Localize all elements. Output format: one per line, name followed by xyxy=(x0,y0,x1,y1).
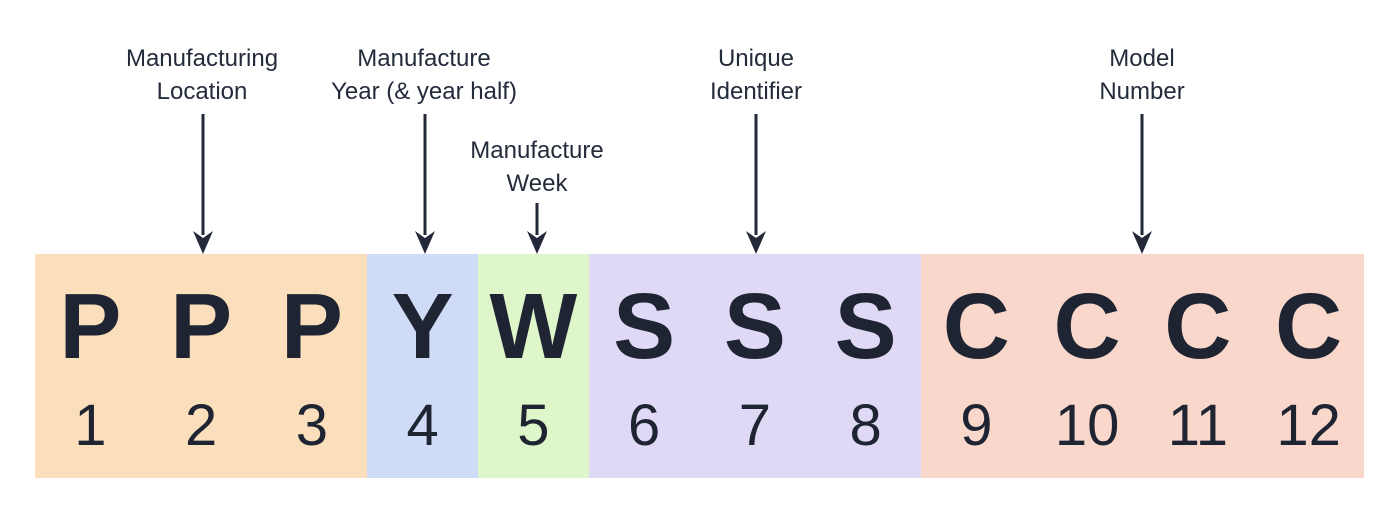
arrow-down-icon xyxy=(746,114,766,254)
serial-letter: W xyxy=(489,274,578,378)
arrow-down-icon xyxy=(415,114,435,254)
serial-letter: C xyxy=(1164,274,1232,378)
arrow-down-icon xyxy=(527,203,547,254)
label-manufacturing-location: Manufacturing Location xyxy=(125,45,279,105)
position-number: 1 xyxy=(74,393,107,458)
serial-letter: S xyxy=(613,274,676,378)
serial-letter: P xyxy=(170,274,233,378)
label-unique-identifier: Unique Identifier xyxy=(709,45,803,105)
serial-cell: C 10 xyxy=(1032,254,1143,478)
label-manufacture-week: Manufacture Week xyxy=(470,137,604,197)
position-number: 3 xyxy=(295,393,328,458)
label-manufacture-year: Manufacture Year (& year half) xyxy=(331,45,517,105)
position-number: 11 xyxy=(1167,393,1228,458)
serial-cell: C 12 xyxy=(1253,254,1364,478)
arrow-down-icon xyxy=(1132,114,1152,254)
position-number: 2 xyxy=(184,393,218,458)
position-number: 4 xyxy=(406,393,439,458)
arrow-down-icon xyxy=(193,114,213,254)
serial-letter: C xyxy=(1053,274,1121,378)
serial-letter: C xyxy=(1275,274,1343,378)
serial-letter: C xyxy=(942,274,1010,378)
serial-letter: P xyxy=(280,274,343,378)
position-number: 7 xyxy=(738,393,771,458)
position-number: 12 xyxy=(1276,393,1341,458)
position-number: 10 xyxy=(1054,393,1120,458)
serial-letter: Y xyxy=(391,274,454,378)
label-model-number: Model Number xyxy=(1099,45,1185,105)
position-number: 9 xyxy=(960,393,993,458)
serial-letter: S xyxy=(723,274,786,378)
position-number: 5 xyxy=(517,393,550,458)
position-number: 6 xyxy=(627,393,661,458)
position-number: 8 xyxy=(849,393,882,458)
serial-letter: S xyxy=(834,274,897,378)
serial-letter: P xyxy=(59,274,122,378)
serial-cell: C 11 xyxy=(1143,254,1254,478)
